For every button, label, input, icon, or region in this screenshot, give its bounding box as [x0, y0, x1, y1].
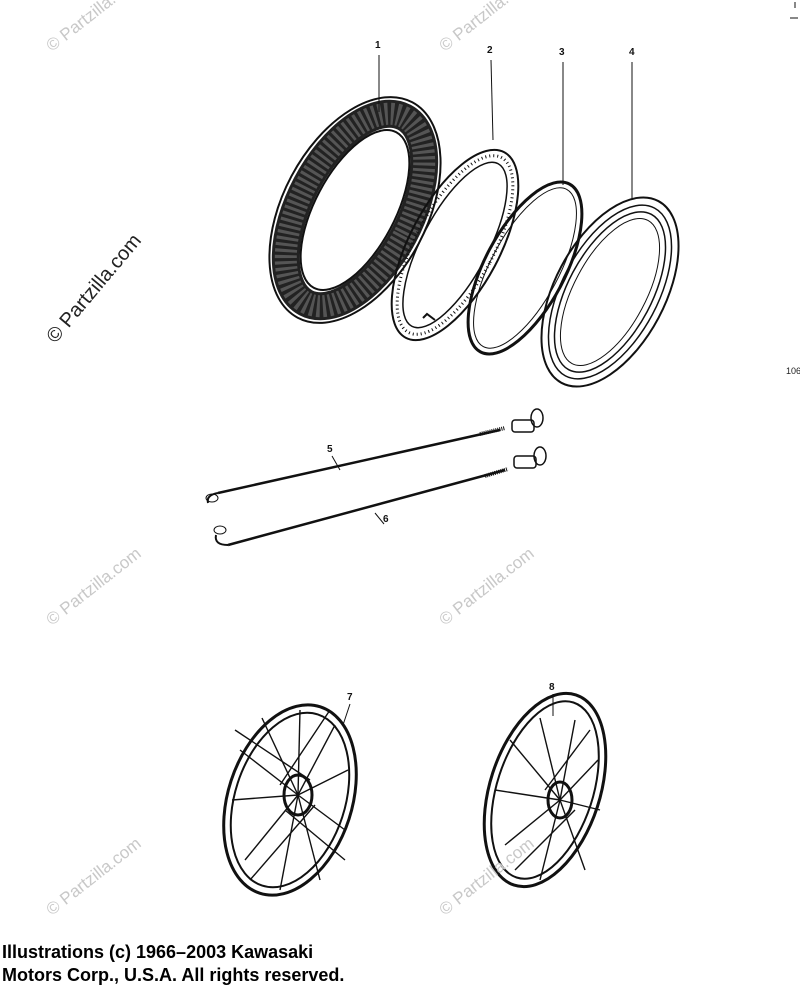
rim-band-illustration [466, 180, 584, 356]
rim-illustration [540, 196, 680, 388]
spoke-illustration-6 [213, 446, 547, 547]
callout-4: 4 [629, 47, 635, 58]
copyright-line-2: Motors Corp., U.S.A. All rights reserved… [2, 965, 345, 985]
callout-2: 2 [487, 45, 493, 56]
edge-marks [790, 2, 798, 19]
wheel-assembly-illustration-7 [222, 703, 358, 897]
leader-lines-wheels [342, 694, 554, 726]
callout-7: 7 [347, 692, 353, 703]
side-reference-number: 106 [786, 366, 800, 376]
wheel-assembly-illustration-8 [482, 691, 608, 889]
callout-3: 3 [559, 47, 565, 58]
tire-illustration [268, 96, 442, 324]
leader-lines-top [378, 55, 633, 200]
callout-6: 6 [383, 514, 389, 525]
callout-8: 8 [549, 682, 555, 693]
copyright-line-1: Illustrations (c) 1966–2003 Kawasaki [2, 942, 314, 962]
leader-lines-spokes [331, 455, 385, 525]
spoke-illustration-5 [205, 408, 544, 504]
callout-5: 5 [327, 444, 333, 455]
callout-1: 1 [375, 40, 381, 51]
